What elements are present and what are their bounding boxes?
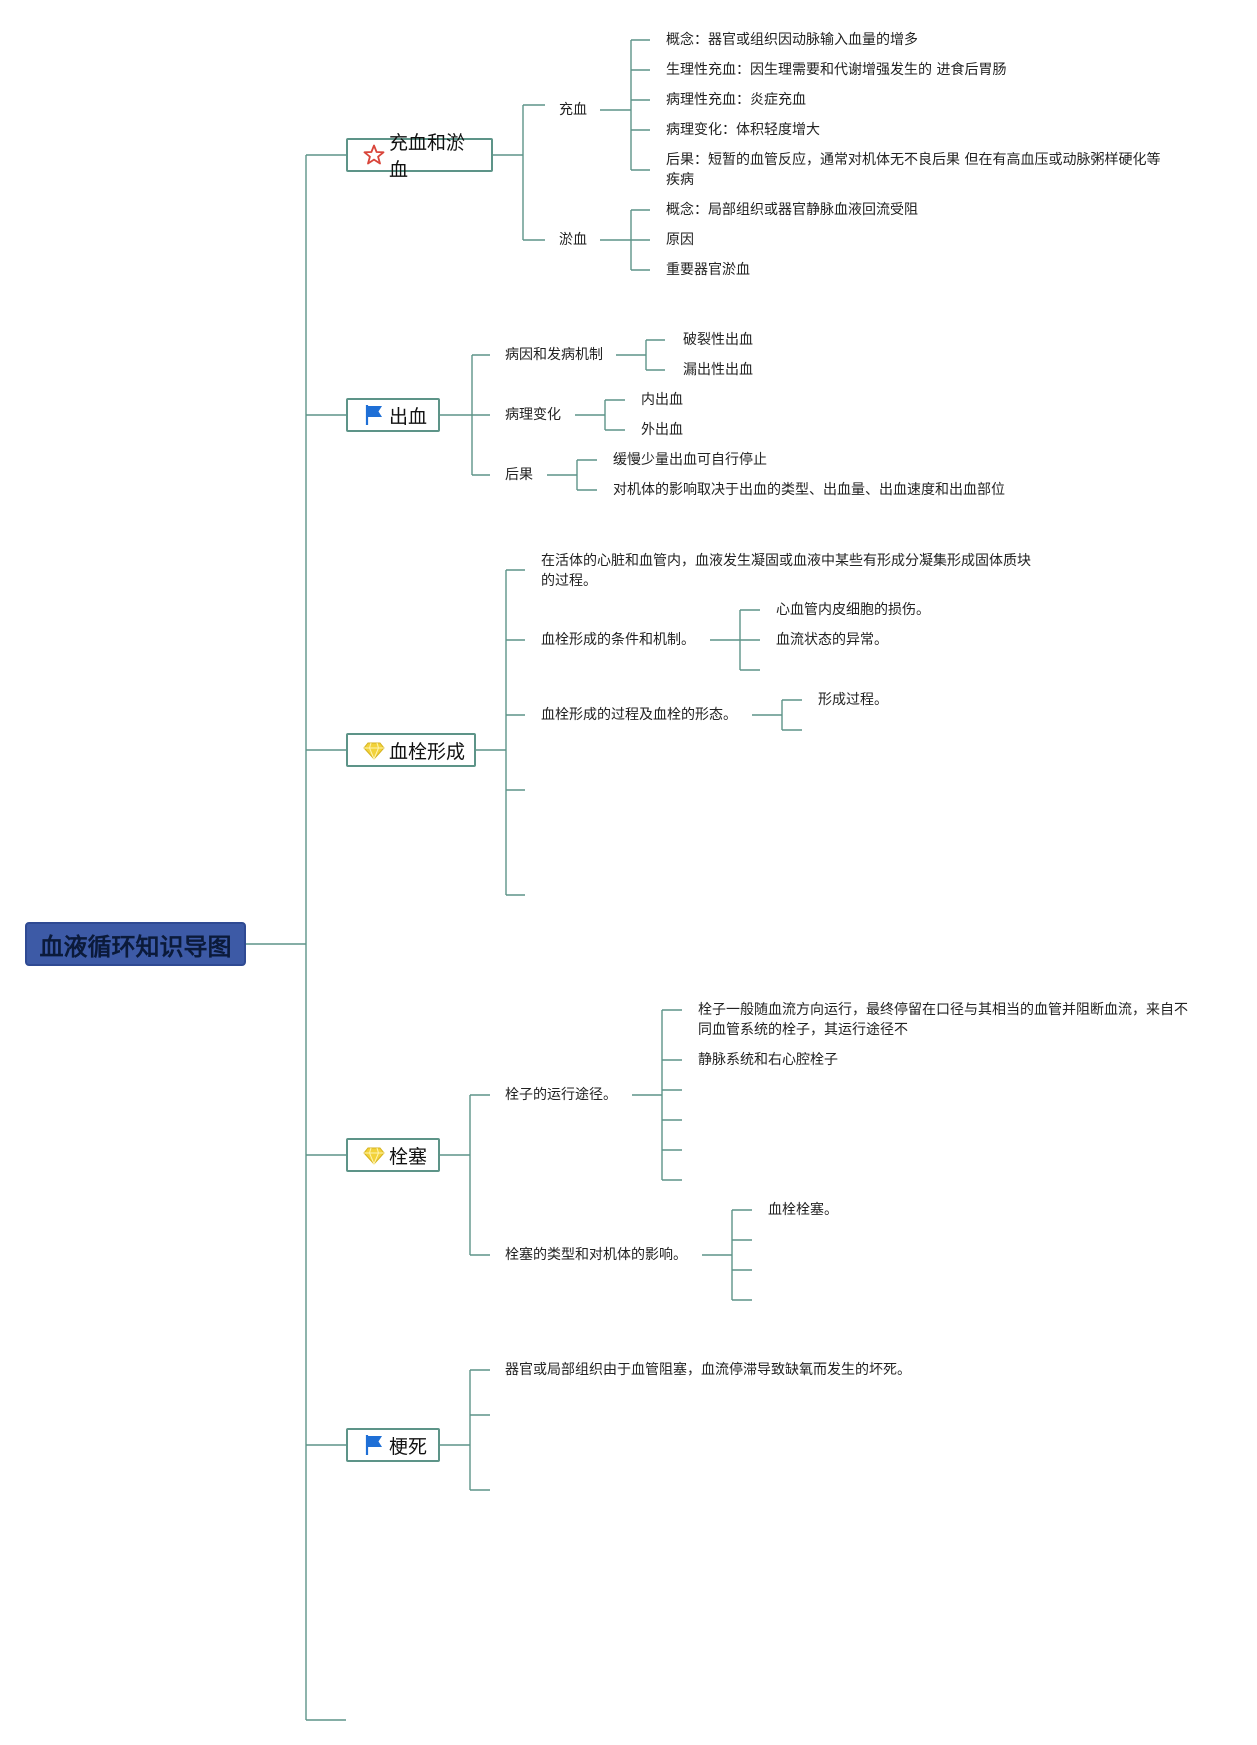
branch-node-hemorrhage[interactable]: 出血: [346, 398, 440, 432]
sub-node-hyperemia[interactable]: 充血: [559, 102, 587, 118]
leaf-node[interactable]: 重要器官淤血: [666, 262, 750, 278]
branch-node-infarction[interactable]: 梗死: [346, 1428, 440, 1462]
leaf-node[interactable]: 栓子一般随血流方向运行，最终停留在口径与其相当的血管并阻断血流，来自不同血管系统…: [698, 1002, 1188, 1038]
flag-icon: [362, 403, 386, 427]
leaf-node[interactable]: 后果：短暂的血管反应，通常对机体无不良后果 但在有高血压或动脉粥样硬化等疾病: [666, 152, 1161, 188]
diamond-icon: [362, 738, 386, 762]
leaf-node[interactable]: 血栓栓塞。: [768, 1202, 838, 1218]
sub-node[interactable]: 病因和发病机制: [505, 347, 603, 363]
sub-node-stasis[interactable]: 淤血: [559, 232, 587, 248]
sub-node[interactable]: 血栓形成的过程及血栓的形态。: [541, 707, 737, 723]
branch-node-congestion[interactable]: 充血和淤血: [346, 132, 493, 181]
diamond-icon: [362, 1143, 386, 1167]
star-icon: [362, 143, 386, 167]
definition-node[interactable]: 器官或局部组织由于血管阻塞，血流停滞导致缺氧而发生的坏死。: [505, 1362, 911, 1378]
leaf-node[interactable]: 外出血: [641, 422, 683, 438]
leaf-node[interactable]: 血流状态的异常。: [776, 632, 888, 648]
branch-title: 出血: [389, 405, 428, 428]
leaf-node[interactable]: 破裂性出血: [683, 332, 753, 348]
leaf-node[interactable]: 漏出性出血: [683, 362, 753, 378]
leaf-node[interactable]: 形成过程。: [818, 692, 888, 708]
branch-title: 梗死: [389, 1435, 428, 1458]
leaf-node[interactable]: 概念：局部组织或器官静脉血液回流受阻: [666, 202, 918, 218]
branch-title: 血栓形成: [389, 740, 466, 763]
branch-node-embolism[interactable]: 栓塞: [346, 1138, 440, 1172]
leaf-node[interactable]: 缓慢少量出血可自行停止: [613, 452, 767, 468]
leaf-node[interactable]: 内出血: [641, 392, 683, 408]
leaf-node[interactable]: 静脉系统和右心腔栓子: [698, 1052, 838, 1068]
flag-icon: [362, 1433, 386, 1457]
sub-node[interactable]: 病理变化: [505, 407, 561, 423]
branch-node-thrombosis[interactable]: 血栓形成: [346, 733, 476, 767]
sub-node[interactable]: 血栓形成的条件和机制。: [541, 632, 695, 648]
sub-node[interactable]: 栓子的运行途径。: [505, 1087, 617, 1103]
sub-node[interactable]: 后果: [505, 467, 533, 483]
definition-node[interactable]: 在活体的心脏和血管内，血液发生凝固或血液中某些有形成分凝集形成固体质块的过程。: [541, 553, 1031, 589]
leaf-node[interactable]: 生理性充血：因生理需要和代谢增强发生的 进食后胃肠: [666, 62, 1007, 78]
branch-title: 栓塞: [389, 1145, 428, 1168]
leaf-node[interactable]: 心血管内皮细胞的损伤。: [776, 602, 930, 618]
leaf-node[interactable]: 概念：器官或组织因动脉输入血量的增多: [666, 32, 918, 48]
leaf-node[interactable]: 对机体的影响取决于出血的类型、出血量、出血速度和出血部位: [613, 482, 1005, 498]
branch-title: 充血和淤血: [389, 132, 466, 181]
leaf-node[interactable]: 病理变化：体积轻度增大: [666, 122, 820, 138]
leaf-node[interactable]: 原因: [666, 232, 694, 248]
leaf-node[interactable]: 病理性充血：炎症充血: [666, 92, 806, 108]
sub-node[interactable]: 栓塞的类型和对机体的影响。: [505, 1247, 687, 1263]
root-node[interactable]: 血液循环知识导图: [25, 922, 246, 966]
